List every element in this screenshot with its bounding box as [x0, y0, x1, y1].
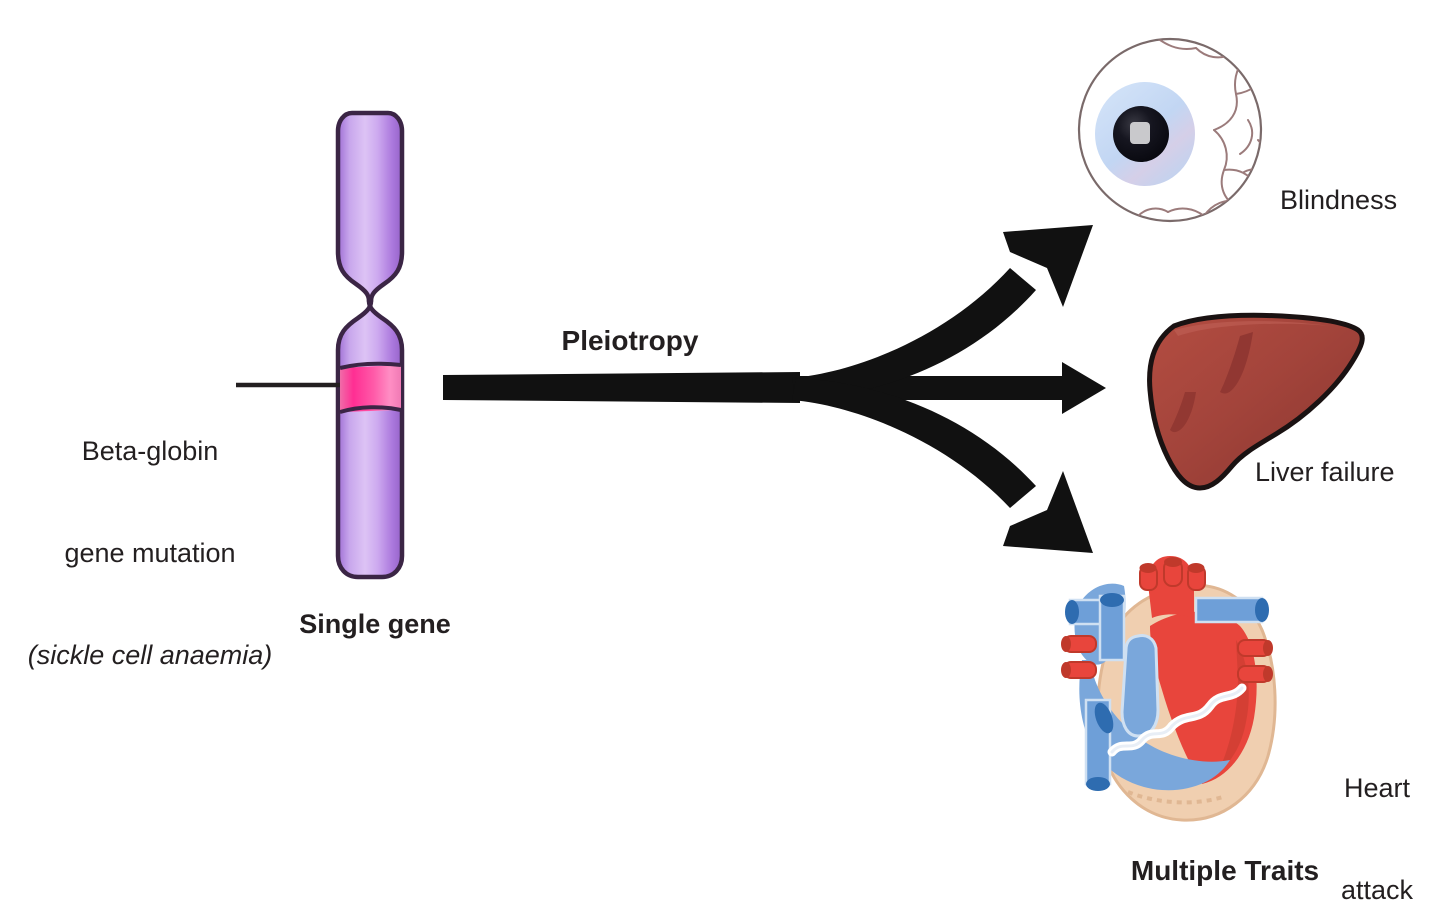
gene-annotation-line1: Beta-globin: [81, 436, 219, 467]
heart-attack-line1: Heart: [1343, 773, 1411, 804]
gene-annotation-label: Beta-globin gene mutation (sickle cell a…: [10, 366, 290, 740]
blindness-label: Blindness: [1280, 185, 1398, 215]
pleiotropy-label: Pleiotropy: [561, 325, 699, 356]
heart-attack-label: Heart attack: [1322, 703, 1432, 907]
heart-icon: [1061, 556, 1277, 822]
chromosome-icon: [335, 110, 405, 580]
eye-icon: [1077, 37, 1263, 223]
gene-annotation-line3: (sickle cell anaemia): [27, 640, 273, 671]
liver-failure-label: Liver failure: [1255, 457, 1395, 487]
liver-icon: [1147, 312, 1365, 491]
single-gene-label: Single gene: [299, 609, 451, 639]
heart-attack-line2: attack: [1340, 875, 1414, 906]
gene-annotation-line2: gene mutation: [64, 538, 236, 569]
multiple-traits-label: Multiple Traits: [1130, 855, 1320, 886]
branching-arrow-icon: [443, 225, 1106, 553]
